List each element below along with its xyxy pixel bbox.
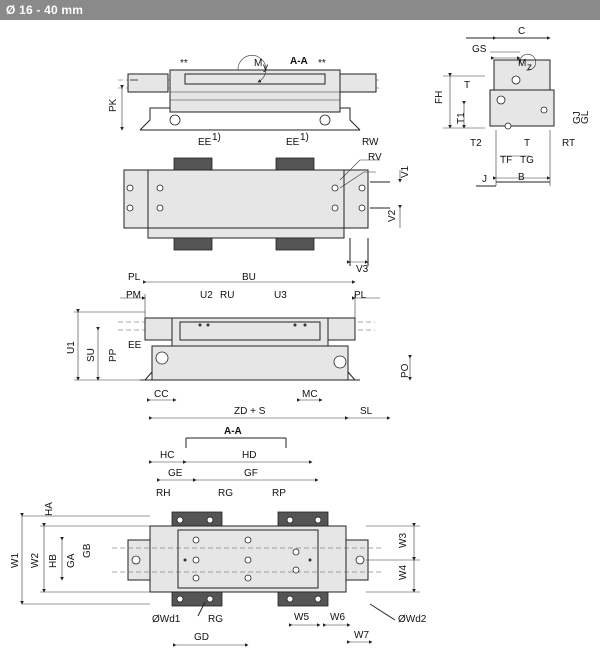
label-W3: W3 — [398, 533, 409, 548]
label-FH: FH — [434, 91, 445, 104]
label-EE3: EE — [128, 340, 142, 351]
label-RU: RU — [220, 290, 234, 301]
label-J: J — [482, 174, 487, 185]
label-GE: GE — [168, 468, 183, 479]
dimension-lines — [20, 36, 551, 647]
label-PL2: PL — [354, 290, 367, 301]
label-W5: W5 — [294, 612, 309, 623]
label-MZ: M — [518, 58, 526, 69]
label-W1: W1 — [10, 553, 21, 568]
label-M: M — [254, 58, 262, 69]
label-AA-mid: A-A — [224, 426, 242, 437]
dimension-labels: M y A-A ** ** PK EE 1) EE 1) RW RV V1 V2… — [10, 26, 591, 643]
label-EE1: EE — [198, 137, 212, 148]
label-GJ: GJ — [572, 111, 583, 124]
label-C: C — [518, 26, 525, 37]
label-RG2: RG — [208, 614, 223, 625]
bottom-view — [22, 437, 420, 621]
label-PK: PK — [108, 98, 119, 112]
page-title: Ø 16 - 40 mm — [6, 3, 84, 17]
label-T-a: T — [464, 80, 470, 91]
label-PO: PO — [400, 363, 411, 378]
end-view — [443, 37, 555, 187]
label-W6: W6 — [330, 612, 345, 623]
label-MY: y — [263, 62, 268, 73]
label-W7: W7 — [354, 630, 369, 641]
label-GA: GA — [66, 553, 77, 568]
label-U2: U2 — [200, 290, 213, 301]
label-PP: PP — [108, 348, 119, 362]
label-RH: RH — [156, 488, 170, 499]
label-U3: U3 — [274, 290, 287, 301]
label-V2: V2 — [387, 209, 398, 222]
label-B: B — [518, 172, 525, 183]
label-W4: W4 — [398, 565, 409, 580]
label-ZDS: ZD + S — [234, 406, 266, 417]
label-GD: GD — [194, 632, 209, 643]
label-GL: GL — [580, 110, 591, 124]
label-MZ-sub: z — [527, 62, 532, 73]
label-GF: GF — [244, 468, 258, 479]
label-PL1: PL — [128, 272, 141, 283]
label-RG1: RG — [218, 488, 233, 499]
label-HB: HB — [48, 554, 59, 568]
label-V1: V1 — [400, 165, 411, 178]
label-HD: HD — [242, 450, 256, 461]
label-GS: GS — [472, 44, 487, 55]
label-WD1: ØWd1 — [152, 614, 181, 625]
side-view-top — [118, 55, 380, 131]
label-SL: SL — [360, 406, 373, 417]
label-W2: W2 — [30, 553, 41, 568]
label-star2: ** — [318, 58, 326, 69]
label-T1: T1 — [456, 112, 467, 124]
label-AA-top: A-A — [290, 56, 308, 67]
label-sup1: 1) — [212, 132, 221, 143]
header-bar: Ø 16 - 40 mm — [0, 0, 600, 20]
technical-drawing: M y A-A ** ** PK EE 1) EE 1) RW RV V1 V2… — [10, 26, 591, 647]
label-T2: T2 — [470, 138, 482, 149]
top-view — [123, 157, 390, 266]
label-star1: ** — [180, 58, 188, 69]
label-EE2: EE — [286, 137, 300, 148]
label-GB: GB — [82, 543, 93, 558]
side-view-middle — [74, 294, 375, 381]
label-RP: RP — [272, 488, 286, 499]
label-RV: RV — [368, 152, 382, 163]
label-V3: V3 — [356, 264, 369, 275]
label-U1: U1 — [66, 341, 77, 354]
label-sup2: 1) — [300, 132, 309, 143]
label-HC: HC — [160, 450, 174, 461]
label-RW: RW — [362, 137, 379, 148]
label-WD2: ØWd2 — [398, 614, 427, 625]
label-T-b: T — [524, 138, 530, 149]
label-HA: HA — [44, 502, 55, 516]
label-MC: MC — [302, 389, 318, 400]
label-BU: BU — [242, 272, 256, 283]
label-TF: TF — [500, 155, 512, 166]
label-PM: PM — [126, 290, 141, 301]
label-TG: TG — [520, 155, 534, 166]
label-CC: CC — [154, 389, 168, 400]
label-RT: RT — [562, 138, 575, 149]
label-SU: SU — [86, 348, 97, 362]
